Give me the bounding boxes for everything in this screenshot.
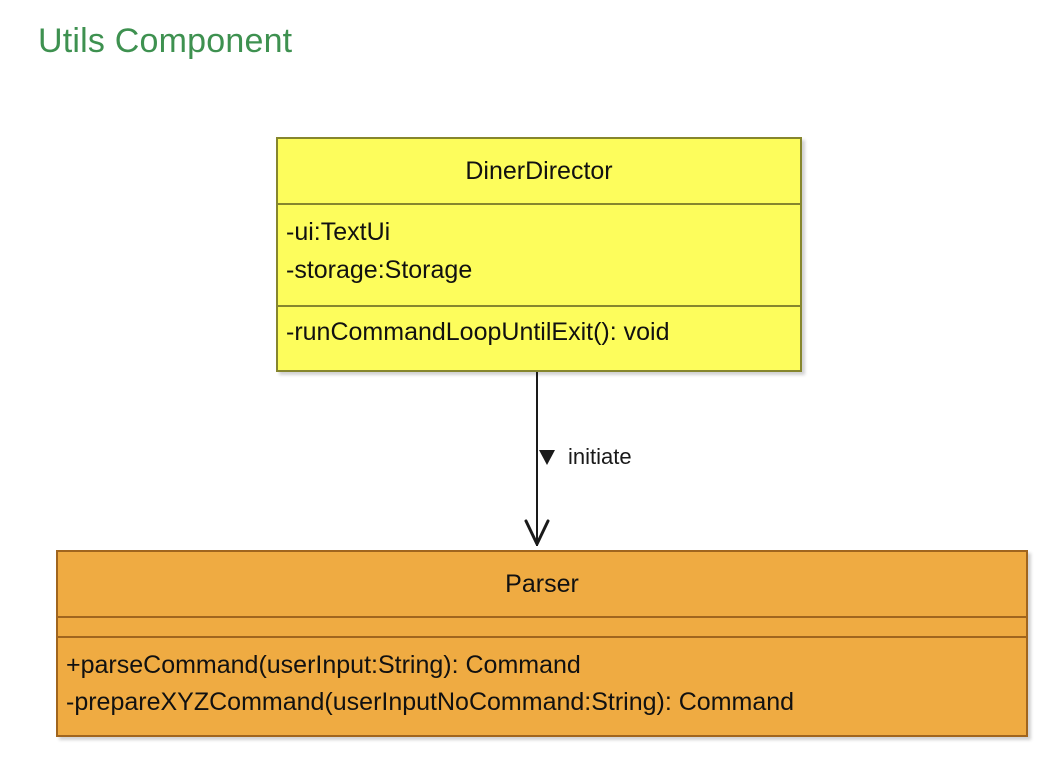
class-name-parser: Parser [505,570,579,598]
attribute-row: -ui:TextUi [286,218,391,246]
page-title: Utils Component [38,22,293,60]
operations-compartment-dinerdirector: -runCommandLoopUntilExit(): void [278,305,800,368]
direction-triangle-icon [537,447,557,467]
attributes-compartment-parser [58,616,1026,636]
attribute-row: -storage:Storage [286,256,473,284]
association-label-initiate: initiate [568,444,632,469]
operation-row: +parseCommand(userInput:String): Command [66,651,581,679]
uml-class-dinerdirector[interactable]: DinerDirector -ui:TextUi -storage:Storag… [276,137,802,372]
operation-row: -runCommandLoopUntilExit(): void [286,318,670,346]
operations-compartment-parser: +parseCommand(userInput:String): Command… [58,636,1026,735]
association-line-initiate [536,372,538,546]
uml-class-parser[interactable]: Parser +parseCommand(userInput:String): … [56,550,1028,737]
operation-row: -prepareXYZCommand(userInputNoCommand:St… [66,688,795,716]
arrow-head-icon [524,519,550,547]
class-name-dinerdirector: DinerDirector [465,157,613,185]
attributes-compartment-dinerdirector: -ui:TextUi -storage:Storage [278,203,800,305]
